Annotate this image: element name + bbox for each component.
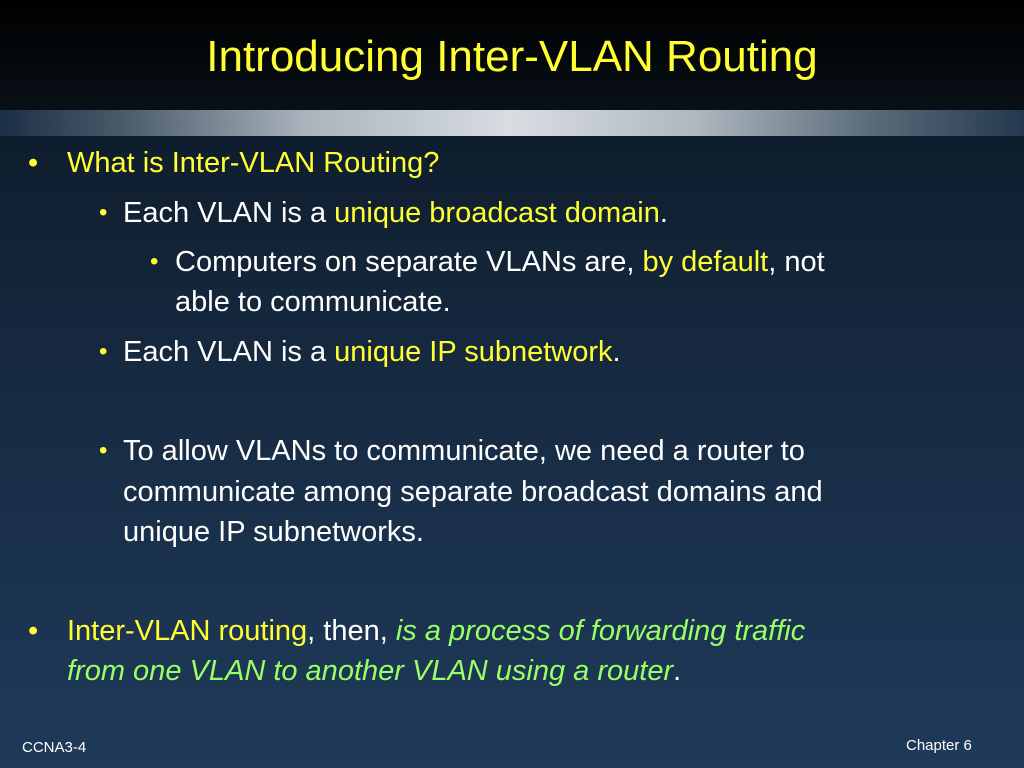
slide-title: Introducing Inter-VLAN Routing — [206, 32, 818, 81]
bullet-level2: • — [99, 199, 108, 226]
subpoint-default-isolation: Computers on separate VLANs are, by defa… — [175, 242, 825, 282]
highlight-text: unique IP subnetwork — [334, 336, 613, 368]
point-text: Each VLAN is a — [123, 197, 335, 229]
bullet-level1: • — [28, 147, 39, 179]
bullet-level2: • — [99, 437, 108, 464]
definition-term: Inter-VLAN routing — [67, 615, 308, 647]
bullet-level3: • — [150, 248, 159, 275]
footer-chapter: Chapter 6 — [906, 737, 972, 754]
title-divider — [0, 110, 1024, 136]
highlight-text: by default — [642, 246, 769, 278]
point-text: , not — [768, 246, 825, 278]
point-text: Computers on separate VLANs are, — [175, 246, 643, 278]
point-router-needed: To allow VLANs to communicate, we need a… — [123, 435, 805, 467]
point-ip-subnetwork: Each VLAN is a unique IP subnetwork. — [123, 332, 621, 372]
subpoint-default-isolation-cont: able to communicate. — [175, 286, 451, 318]
definition-line: Inter-VLAN routing, then, is a process o… — [67, 611, 805, 651]
point-text: Each VLAN is a — [123, 336, 335, 368]
highlight-text: unique broadcast domain — [334, 197, 660, 229]
point-text: . — [612, 336, 621, 368]
bullet-level1: • — [28, 615, 39, 647]
definition-text: from one VLAN to another VLAN using a ro… — [67, 655, 674, 687]
title-bar — [0, 0, 1024, 110]
point-text: . — [659, 197, 668, 229]
point-text: , then, — [307, 615, 396, 647]
bullet-level2: • — [99, 338, 108, 365]
point-router-needed-cont: unique IP subnetworks. — [123, 516, 424, 548]
footer-course: CCNA3-4 — [22, 739, 87, 756]
definition-line-cont: from one VLAN to another VLAN using a ro… — [67, 651, 681, 691]
point-text: . — [673, 655, 682, 687]
question-heading: What is Inter-VLAN Routing? — [67, 147, 440, 179]
definition-text: is a process of forwarding traffic — [395, 615, 806, 647]
point-router-needed-cont: communicate among separate broadcast dom… — [123, 476, 823, 508]
point-broadcast-domain: Each VLAN is a unique broadcast domain. — [123, 193, 668, 233]
